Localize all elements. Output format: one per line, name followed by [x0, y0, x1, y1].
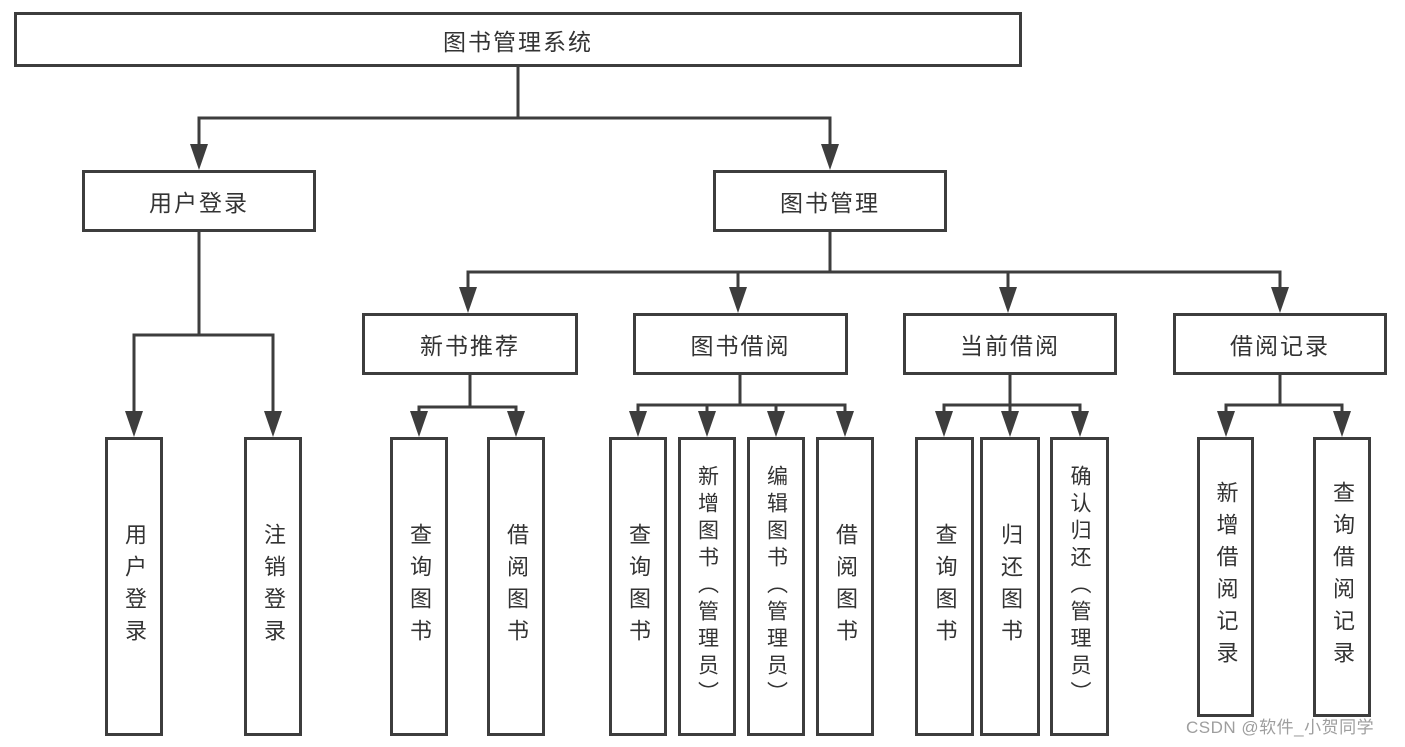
- leaf-user-login: 用户登录: [105, 437, 163, 736]
- arrow-down-icon: [821, 144, 839, 170]
- leaf-return-book-label: 归还图书: [998, 522, 1023, 651]
- arrow-down-icon: [1271, 287, 1289, 313]
- leaf-query-books-current-label: 查询图书: [932, 522, 958, 651]
- arrow-down-icon: [698, 411, 716, 437]
- arrow-down-icon: [507, 411, 525, 437]
- node-book-management-label: 图书管理: [780, 190, 880, 216]
- arrow-down-icon: [1071, 411, 1089, 437]
- leaf-query-books-recommend-label: 查询图书: [407, 522, 432, 651]
- leaf-add-borrow-record-label: 新增借阅记录: [1213, 481, 1239, 673]
- node-user-login-label: 用户登录: [149, 190, 249, 216]
- node-root-label: 图书管理系统: [443, 28, 593, 55]
- arrow-down-icon: [767, 411, 785, 437]
- leaf-confirm-return-admin-label: 确认归还（管理员）: [1068, 465, 1091, 708]
- leaf-add-book-admin: 新增图书（管理员）: [678, 437, 736, 736]
- node-borrow-record-label: 借阅记录: [1230, 333, 1330, 359]
- arrow-down-icon: [629, 411, 647, 437]
- leaf-query-borrow-record-label: 查询借阅记录: [1330, 481, 1355, 673]
- node-book-management: 图书管理: [713, 170, 947, 232]
- leaf-edit-book-admin: 编辑图书（管理员）: [747, 437, 805, 736]
- arrow-down-icon: [935, 411, 953, 437]
- arrow-down-icon: [264, 411, 282, 437]
- arrow-down-icon: [410, 411, 428, 437]
- node-current-borrow-label: 当前借阅: [960, 333, 1060, 359]
- leaf-confirm-return-admin: 确认归还（管理员）: [1050, 437, 1109, 736]
- leaf-borrow-book: 借阅图书: [816, 437, 874, 736]
- node-book-borrow: 图书借阅: [633, 313, 848, 375]
- node-new-book-recommend-label: 新书推荐: [420, 333, 520, 359]
- leaf-add-borrow-record: 新增借阅记录: [1197, 437, 1254, 717]
- leaf-query-books-borrow-label: 查询图书: [626, 522, 651, 651]
- leaf-query-books-borrow: 查询图书: [609, 437, 667, 736]
- leaf-borrow-book-recommend-label: 借阅图书: [504, 522, 529, 651]
- arrow-down-icon: [836, 411, 854, 437]
- leaf-user-login-label: 用户登录: [122, 522, 147, 651]
- arrow-down-icon: [999, 287, 1017, 313]
- node-current-borrow: 当前借阅: [903, 313, 1117, 375]
- watermark: CSDN @软件_小贺同学: [1186, 718, 1375, 737]
- arrow-down-icon: [1001, 411, 1019, 437]
- leaf-return-book: 归还图书: [980, 437, 1040, 736]
- node-new-book-recommend: 新书推荐: [362, 313, 578, 375]
- leaf-logout: 注销登录: [244, 437, 302, 736]
- node-user-login: 用户登录: [82, 170, 316, 232]
- arrow-down-icon: [190, 144, 208, 170]
- leaf-borrow-book-label: 借阅图书: [833, 522, 858, 651]
- arrow-down-icon: [729, 287, 747, 313]
- arrow-down-icon: [1217, 411, 1235, 437]
- arrow-down-icon: [125, 411, 143, 437]
- arrow-down-icon: [1333, 411, 1351, 437]
- node-root: 图书管理系统: [14, 12, 1022, 67]
- node-borrow-record: 借阅记录: [1173, 313, 1387, 375]
- node-book-borrow-label: 图书借阅: [690, 333, 791, 359]
- leaf-borrow-book-recommend: 借阅图书: [487, 437, 545, 736]
- leaf-query-books-current: 查询图书: [915, 437, 974, 736]
- leaf-query-borrow-record: 查询借阅记录: [1313, 437, 1371, 717]
- arrow-down-icon: [459, 287, 477, 313]
- leaf-query-books-recommend: 查询图书: [390, 437, 448, 736]
- leaf-logout-label: 注销登录: [261, 522, 286, 651]
- leaf-add-book-admin-label: 新增图书（管理员）: [695, 465, 719, 708]
- leaf-edit-book-admin-label: 编辑图书（管理员）: [764, 465, 788, 708]
